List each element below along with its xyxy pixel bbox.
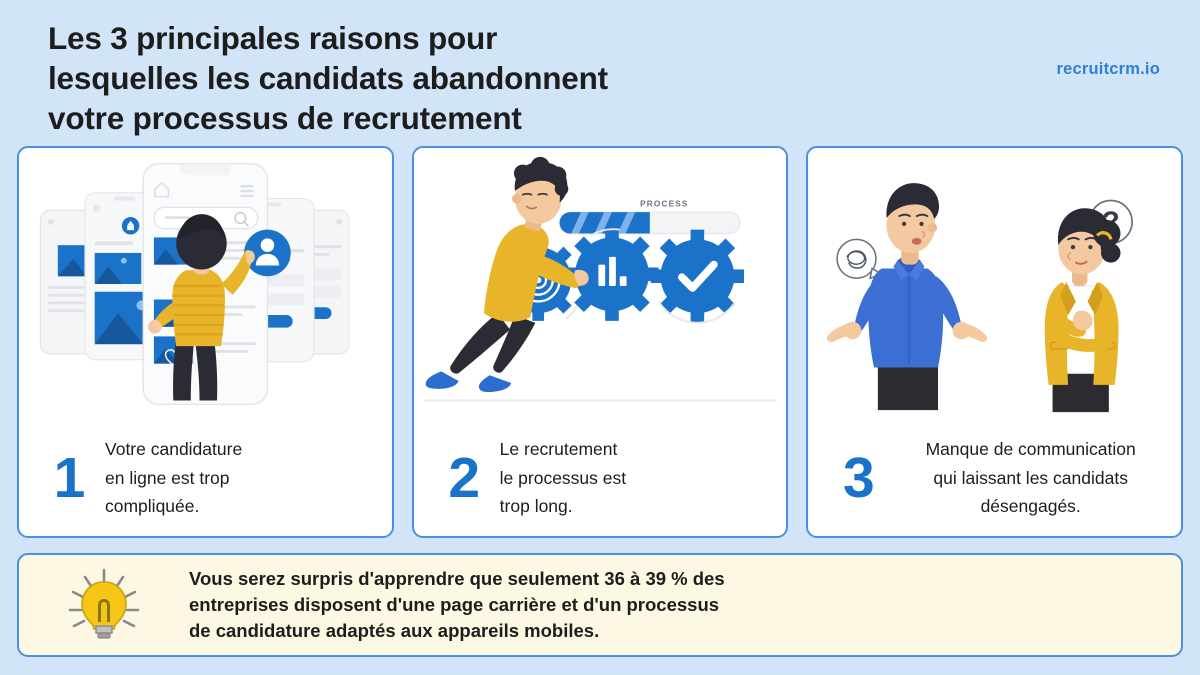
card-number-1: 1 [53, 445, 86, 510]
header: Les 3 principales raisons pour lesquelle… [0, 0, 1200, 145]
card-text-1: Votre candidature en ligne est trop comp… [105, 439, 243, 517]
scribble-bubble [836, 238, 884, 280]
page-title: Les 3 principales raisons pour lesquelle… [48, 20, 608, 136]
statistic-banner: Vous serez surpris d'apprendre que seule… [17, 553, 1183, 657]
reasons-card-row: 1 Votre candidature en ligne est trop co… [17, 146, 1184, 538]
brand-logo: recruitcrm.io [1056, 60, 1160, 78]
banner-text: Vous serez surpris d'apprendre que seule… [189, 567, 725, 642]
card-caption-3: 3 Manque de communication qui laissant l… [808, 420, 1181, 536]
lightbulb-icon [19, 566, 189, 644]
reason-card-2: PROCESS [411, 146, 789, 538]
illustration-long-process: PROCESS [413, 148, 787, 420]
card-text-2: Le recrutement le processus est trop lon… [499, 439, 627, 517]
card-number-2: 2 [448, 445, 480, 510]
reason-card-1: 1 Votre candidature en ligne est trop co… [17, 146, 394, 538]
illustration-lack-of-communication: ? [808, 148, 1182, 420]
reason-card-3: ? [806, 146, 1184, 538]
illustration-mobile-application [19, 148, 392, 420]
card-caption-2: 2 Le recrutement le processus est trop l… [414, 420, 787, 536]
card-caption-1: 1 Votre candidature en ligne est trop co… [19, 420, 392, 536]
card-text-3: Manque de communication qui laissant les… [925, 439, 1136, 517]
process-label: PROCESS [640, 199, 688, 208]
card-number-3: 3 [842, 445, 875, 510]
